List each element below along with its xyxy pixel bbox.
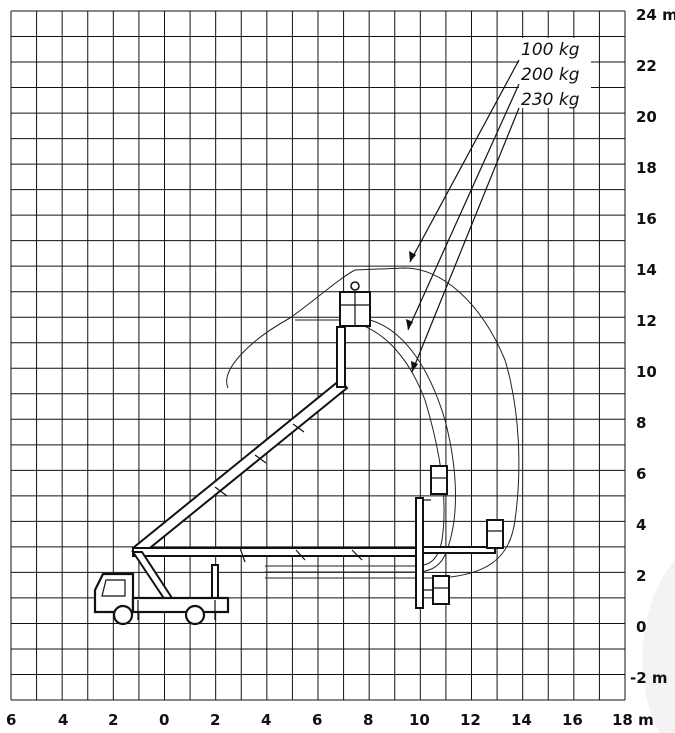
horizontal-boom [132,547,421,557]
x-tick-4-left: 4 [58,711,68,729]
y-tick-8: 8 [636,414,646,432]
watermark-shape [642,560,675,733]
truck-chassis [131,596,230,614]
load-label-200kg: 200 kg [521,65,580,85]
horizontal-jib [419,546,496,554]
jib [336,326,346,388]
y-tick-14: 14 [636,261,657,279]
x-axis-ticks: 6 4 2 0 2 4 6 8 10 12 14 16 18 m [6,711,654,729]
y-tick-22: 22 [636,57,657,75]
y-tick-minus-2: -2 m [630,669,668,687]
x-tick-18: 18 m [612,711,654,729]
envelope-200kg [265,319,456,573]
leader-200kg [407,83,520,331]
operator-head [350,281,360,291]
x-tick-2-left: 2 [108,711,118,729]
x-tick-10: 10 [409,711,430,729]
envelope-100kg [226,267,520,579]
legend-background [519,38,591,108]
h-boom-section-2 [295,549,306,561]
front-wheel [112,604,134,626]
arrowhead-200kg [406,319,413,330]
grid [10,10,626,701]
basket-reach [486,519,504,549]
x-tick-2: 2 [210,711,220,729]
x-tick-14: 14 [511,711,532,729]
y-tick-4: 4 [636,516,646,534]
boom-section-2 [254,454,267,464]
y-axis-ticks: 24 m 22 20 18 16 14 12 10 8 6 4 2 0 -2 m [630,6,675,687]
y-tick-2: 2 [636,567,646,585]
y-tick-18: 18 [636,159,657,177]
y-tick-0: 0 [636,618,646,636]
basket-mid [430,465,448,495]
load-label-100kg: 100 kg [521,40,580,60]
boom-section-1 [214,486,228,497]
y-tick-24: 24 m [636,6,675,24]
y-tick-12: 12 [636,312,657,330]
rear-wheel [184,604,206,626]
y-tick-16: 16 [636,210,657,228]
h-boom-section-3 [351,549,363,561]
y-tick-6: 6 [636,465,646,483]
arrowhead-100kg [409,251,416,262]
h-boom-section-1 [239,547,246,563]
load-label-230kg: 230 kg [521,90,580,110]
x-tick-6: 6 [312,711,322,729]
leader-230kg [411,107,520,373]
x-tick-16: 16 [562,711,583,729]
working-envelopes [226,267,520,579]
raised-boom [131,378,349,558]
arrowhead-230kg [411,361,418,372]
truck-window [101,579,126,597]
aerial-platform [93,281,504,626]
x-tick-0: 0 [159,711,169,729]
x-tick-4: 4 [261,711,271,729]
x-tick-6-left: 6 [6,711,16,729]
y-tick-20: 20 [636,108,657,126]
boom-section-3 [292,423,305,433]
envelope-230kg [265,321,445,567]
x-tick-12: 12 [460,711,481,729]
load-legend: 100 kg 200 kg 230 kg [519,38,591,110]
leader-100kg [409,59,520,263]
y-tick-10: 10 [636,363,657,381]
leader-lines [406,59,520,373]
basket-low [432,575,450,605]
vertical-mast [415,497,424,609]
x-tick-8: 8 [363,711,373,729]
